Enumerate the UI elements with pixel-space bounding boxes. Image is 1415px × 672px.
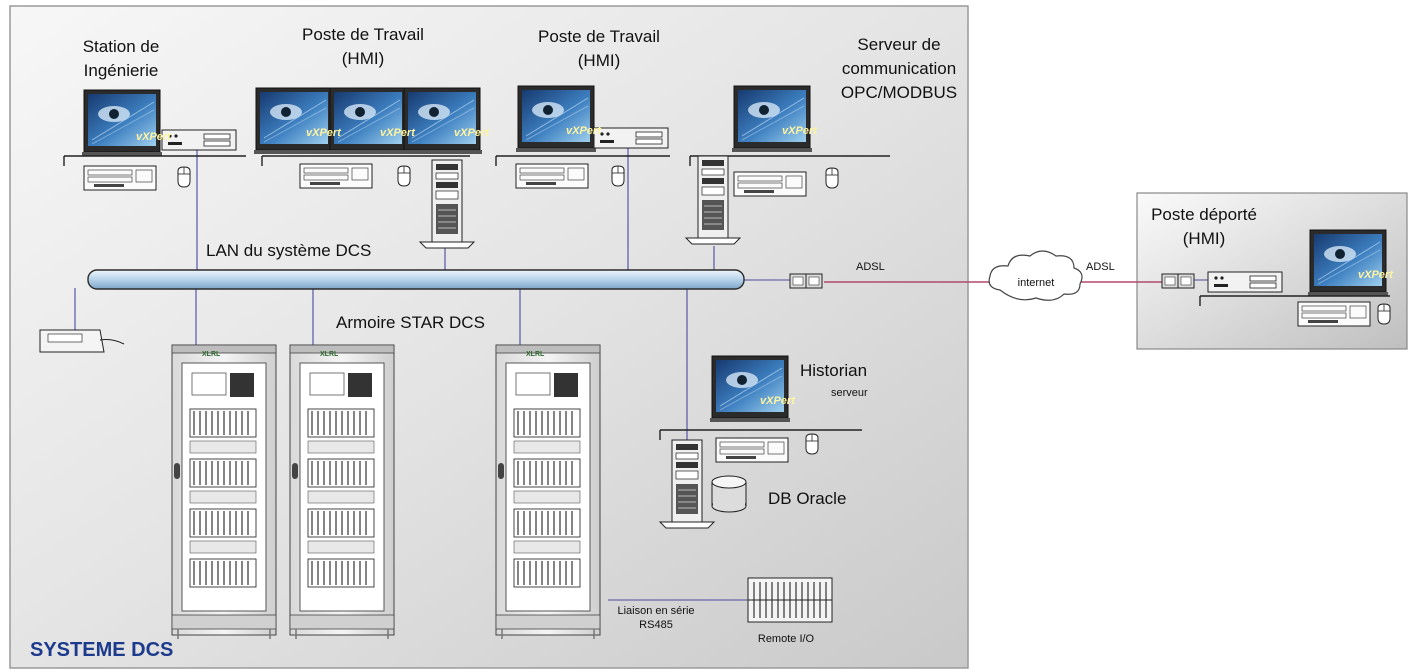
comm-server-label-line1: Serveur de [857,35,940,54]
screen-logo: vXPert [760,395,796,407]
serial-label-line2: RS485 [639,619,673,631]
database-icon [711,475,747,513]
cabinet-badge: XLRL [526,351,545,358]
remote-io-unit [747,577,833,623]
dcs-cabinet-2 [289,344,395,640]
db-label: DB Oracle [768,489,846,508]
modem-right [1161,273,1195,289]
hmi-1-label-line2: (HMI) [342,49,384,68]
screen-logo: vXPert [136,131,172,143]
lan-label: LAN du système DCS [206,241,371,260]
screen-logo: vXPert [306,127,342,139]
cabinet-label: Armoire STAR DCS [336,313,485,332]
screen-logo: vXPert [782,125,818,137]
communication-server [685,85,890,245]
comm-server-label-line3: OPC/MODBUS [841,83,957,102]
internet-cloud-icon [988,250,1083,301]
engineering-station-label-line1: Station de [83,37,160,56]
screen-logos: vXPert vXPert vXPert vXPert vXPert vXPer… [136,125,1394,407]
screen-logo: vXPert [380,127,416,139]
historian-server [659,355,862,529]
comm-server-label-line2: communication [842,59,956,78]
dcs-cabinet-3 [495,344,601,640]
remote-station-label-line2: (HMI) [1183,229,1225,248]
remote-station-label-line1: Poste déporté [1151,205,1257,224]
cabinet-badge: XLRL [202,351,221,358]
hmi-station-1 [253,87,483,249]
historian-label-line2: serveur [831,387,868,399]
internet-label: internet [1018,277,1055,289]
historian-label-line1: Historian [800,361,867,380]
serial-label-line1: Liaison en série [617,605,694,617]
engineering-station [63,89,246,191]
cabinet-badge: XLRL [320,351,339,358]
hmi-1-label-line1: Poste de Travail [302,25,424,44]
network-drop-lines [74,146,1210,601]
screen-logo: vXPert [454,127,490,139]
dcs-cabinet-1 [171,344,277,640]
lan-bus [87,269,745,290]
system-title: SYSTEME DCS [30,639,173,661]
hmi-2-label-line1: Poste de Travail [538,27,660,46]
screen-logo: vXPert [1358,269,1394,281]
modem-left [789,273,823,289]
hmi-2-label-line2: (HMI) [578,51,620,70]
adsl-left-label: ADSL [856,261,885,273]
cabinet-badges: XLRL XLRL XLRL [202,351,545,358]
engineering-station-label-line2: Ingénierie [84,61,159,80]
adsl-right-label: ADSL [1086,261,1115,273]
remote-io-label: Remote I/O [758,633,815,645]
remote-hmi-station [1199,229,1391,327]
screen-logo: vXPert [566,125,602,137]
printer-icon [39,329,125,353]
hmi-station-2 [495,85,670,189]
